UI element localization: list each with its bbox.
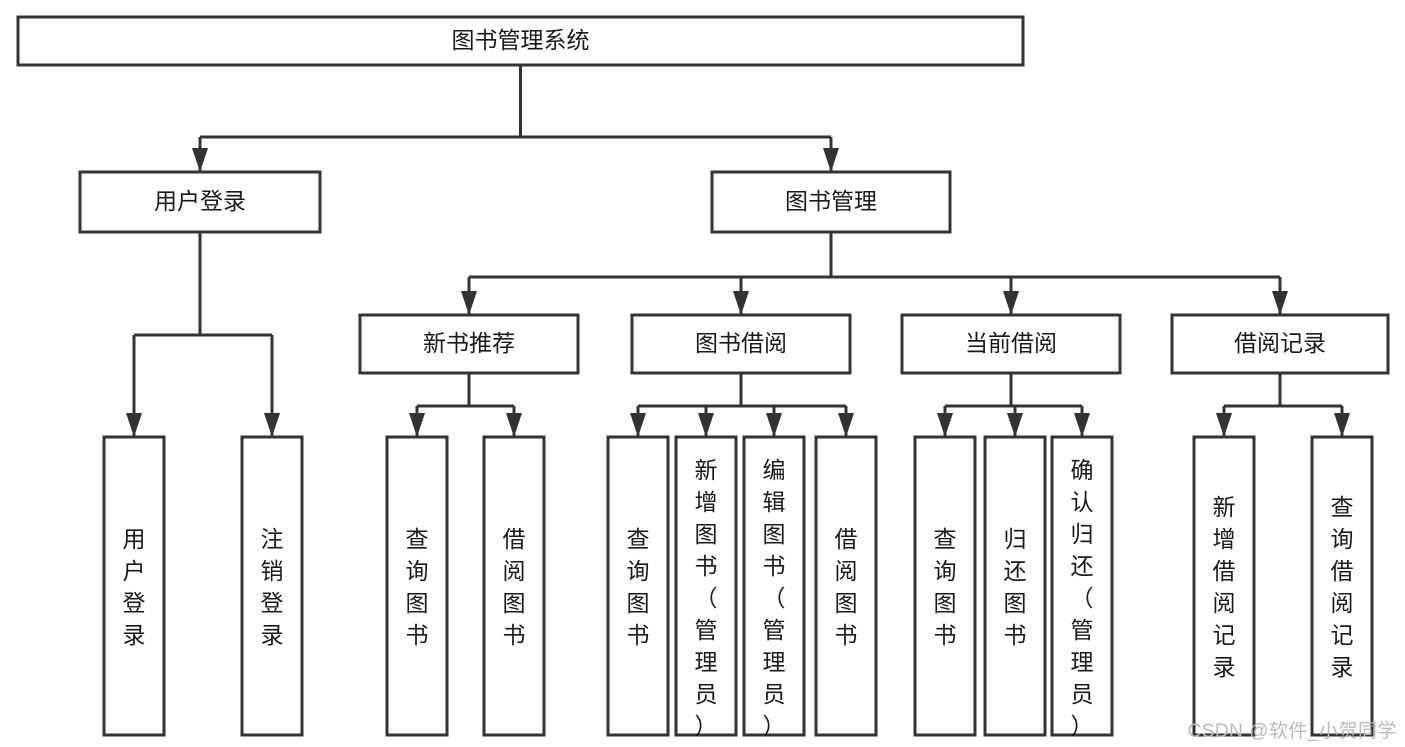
node-box-leaf-logout [240,435,304,737]
node-label-leaf-add-record: 新增借阅记录 [1213,494,1236,680]
node-label-leaf-user-login: 用户登录 [123,526,146,648]
node-leaf-logout[interactable]: 注销登录 [240,435,304,737]
node-leaf-confirm-return[interactable]: 确认归还（管理员） [1050,435,1114,739]
node-leaf-add-record[interactable]: 新增借阅记录 [1192,435,1256,737]
arrow-head-book-borrow [733,291,749,315]
node-label-leaf-query-record: 查询借阅记录 [1331,494,1354,680]
node-label-leaf-query-book-rec: 查询图书 [406,526,429,648]
arrow-head-current-borrow [1003,291,1019,315]
arrow-head-leaf-logout [264,413,280,437]
node-box-leaf-query-book-bb [606,435,670,737]
arrow-head-leaf-confirm-return [1074,413,1090,437]
node-label-leaf-query-book-cb: 查询图书 [934,526,957,648]
arrow-head-leaf-query-record [1334,413,1350,437]
node-leaf-add-book[interactable]: 新增图书（管理员） [674,435,738,739]
node-label-root: 图书管理系统 [452,27,590,53]
node-user-login[interactable]: 用户登录 [78,170,322,234]
node-borrow-record[interactable]: 借阅记录 [1170,313,1390,375]
node-current-borrow[interactable]: 当前借阅 [900,313,1122,375]
node-label-leaf-borrow-book-rec: 借阅图书 [503,526,526,648]
node-box-borrow-record [1170,313,1390,375]
node-box-new-book-rec [358,313,580,375]
node-book-manage[interactable]: 图书管理 [710,170,952,234]
node-box-leaf-borrow-book-bb [814,435,878,737]
node-label-book-manage: 图书管理 [785,188,877,214]
node-box-leaf-return-book [983,435,1047,737]
node-box-book-borrow [630,313,852,375]
node-label-leaf-edit-book: 编辑图书（管理员） [763,457,786,739]
node-box-leaf-query-book-rec [385,435,449,737]
node-leaf-user-login[interactable]: 用户登录 [102,435,166,737]
node-label-leaf-confirm-return: 确认归还（管理员） [1071,457,1094,739]
arrow-head-leaf-borrow-book-rec [506,413,522,437]
node-box-leaf-add-record [1192,435,1256,737]
node-root[interactable]: 图书管理系统 [16,15,1025,67]
node-box-leaf-query-record [1310,435,1374,737]
node-label-user-login: 用户登录 [154,188,246,214]
node-leaf-query-book-cb[interactable]: 查询图书 [913,435,977,737]
node-new-book-rec[interactable]: 新书推荐 [358,313,580,375]
node-leaf-borrow-book-bb[interactable]: 借阅图书 [814,435,878,737]
arrow-head-leaf-borrow-book-bb [838,413,854,437]
node-box-leaf-borrow-book-rec [482,435,546,737]
node-leaf-borrow-book-rec[interactable]: 借阅图书 [482,435,546,737]
arrow-head-book-manage [823,148,839,172]
arrow-head-leaf-add-book [698,413,714,437]
node-box-current-borrow [900,313,1122,375]
node-box-leaf-confirm-return [1050,435,1114,737]
node-leaf-edit-book[interactable]: 编辑图书（管理员） [742,435,806,739]
node-label-leaf-add-book: 新增图书（管理员） [695,457,718,739]
node-box-leaf-edit-book [742,435,806,737]
arrow-head-leaf-return-book [1007,413,1023,437]
node-label-book-borrow: 图书借阅 [695,330,787,356]
arrow-head-leaf-user-login [126,413,142,437]
arrow-head-leaf-edit-book [766,413,782,437]
node-box-leaf-query-book-cb [913,435,977,737]
node-book-borrow[interactable]: 图书借阅 [630,313,852,375]
node-label-leaf-return-book: 归还图书 [1004,526,1027,648]
arrow-head-user-login [192,148,208,172]
node-leaf-query-record[interactable]: 查询借阅记录 [1310,435,1374,737]
node-box-leaf-user-login [102,435,166,737]
arrow-head-borrow-record [1272,291,1288,315]
node-layer: 图书管理系统用户登录图书管理新书推荐图书借阅当前借阅借阅记录用户登录注销登录查询… [16,15,1390,739]
node-label-leaf-borrow-book-bb: 借阅图书 [835,526,858,648]
node-label-leaf-query-book-bb: 查询图书 [627,526,650,648]
node-label-borrow-record: 借阅记录 [1234,330,1326,356]
arrow-head-new-book-rec [461,291,477,315]
node-label-new-book-rec: 新书推荐 [423,330,515,356]
node-box-root [16,15,1025,67]
node-leaf-return-book[interactable]: 归还图书 [983,435,1047,737]
arrow-head-leaf-query-book-rec [409,413,425,437]
node-leaf-query-book-bb[interactable]: 查询图书 [606,435,670,737]
node-box-user-login [78,170,322,234]
edge-layer [126,65,1350,437]
node-label-leaf-logout: 注销登录 [261,526,284,648]
node-box-leaf-add-book [674,435,738,737]
node-box-book-manage [710,170,952,234]
arrow-head-leaf-add-record [1216,413,1232,437]
arrow-head-leaf-query-book-cb [937,413,953,437]
arrow-head-leaf-query-book-bb [630,413,646,437]
node-label-current-borrow: 当前借阅 [965,330,1057,356]
node-leaf-query-book-rec[interactable]: 查询图书 [385,435,449,737]
